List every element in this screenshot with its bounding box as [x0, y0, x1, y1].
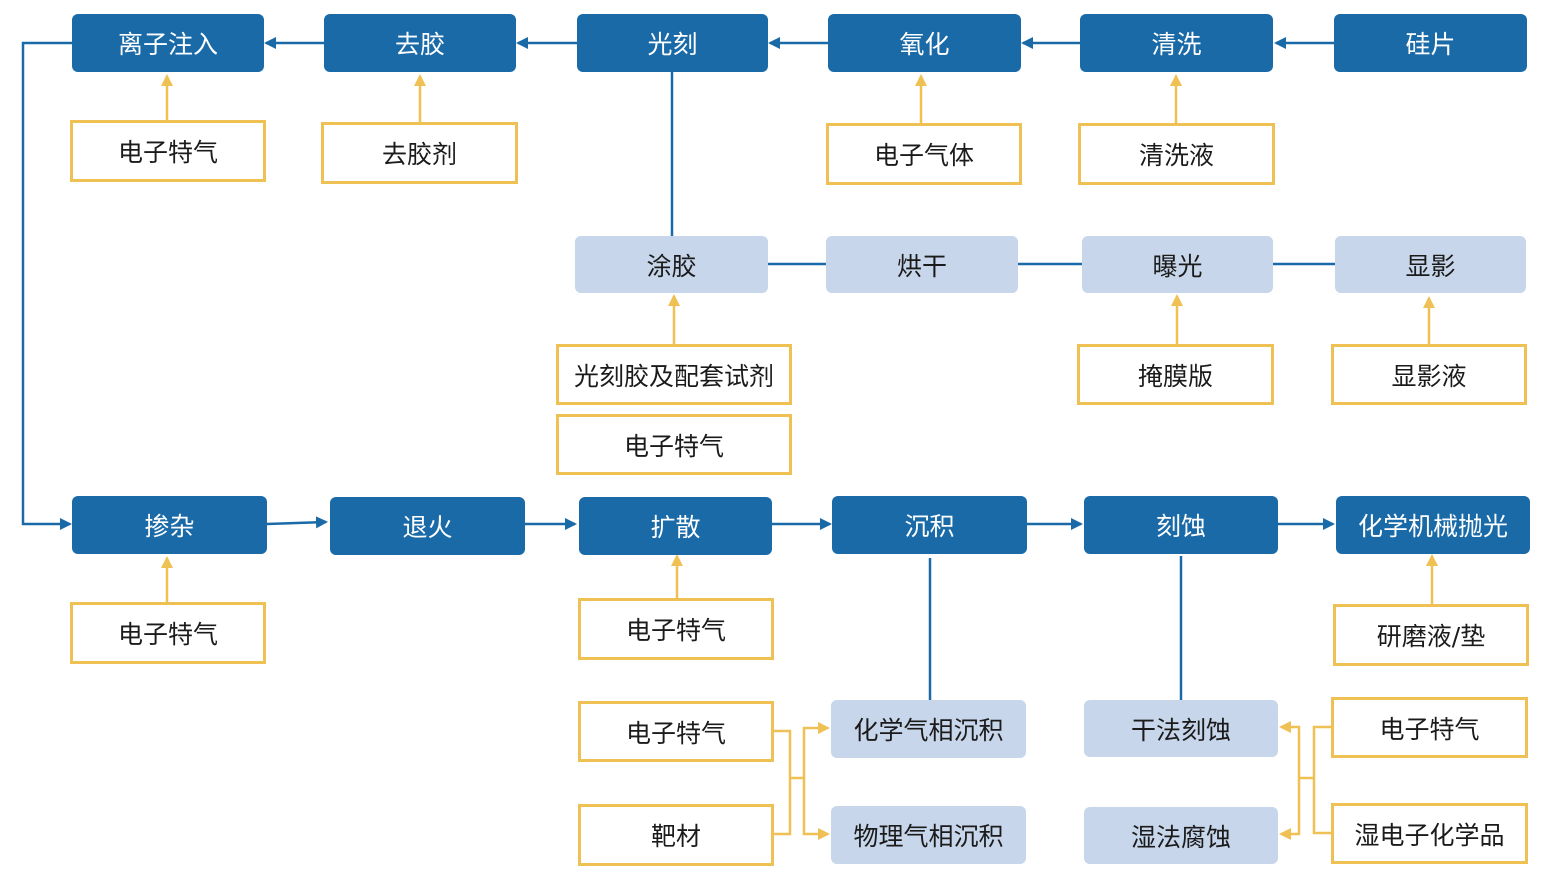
material-gas-deposition: 电子特气 [578, 701, 774, 762]
flow-doping-to-annealing [266, 516, 328, 529]
process-cleaning: 清洗 [1080, 14, 1273, 72]
material-polishing-label: 研磨液/垫 [1376, 622, 1486, 651]
material-gas-ion-implant: 电子特气 [70, 120, 266, 182]
process-lithography-label: 光刻 [647, 30, 698, 59]
subprocess-pvd: 物理气相沉积 [831, 806, 1026, 864]
material-gas-coating: 电子特气 [556, 414, 792, 475]
subprocess-developing-label: 显影 [1405, 251, 1456, 281]
process-deposition-label: 沉积 [904, 512, 955, 541]
material-gas-oxidation-label: 电子气体 [873, 141, 974, 170]
material-developer: 显影液 [1331, 344, 1527, 405]
material-gas-etch: 电子特气 [1331, 697, 1528, 758]
subprocess-baking-label: 烘干 [896, 251, 947, 281]
process-etching-label: 刻蚀 [1155, 512, 1206, 541]
material-gas-deposition-label: 电子特气 [625, 718, 726, 748]
bracket-gas-to-deposition [774, 729, 792, 778]
supply-to-pvd [802, 778, 830, 840]
subprocess-dry-etch-label: 干法刻蚀 [1130, 715, 1231, 745]
material-clean-liquid: 清洗液 [1078, 123, 1275, 185]
subprocess-cvd: 化学气相沉积 [831, 700, 1026, 758]
bracket-gas-to-etching [1312, 725, 1331, 778]
subprocess-baking: 烘干 [826, 236, 1018, 293]
material-gas-ion-implant-label: 电子特气 [117, 138, 218, 167]
process-annealing-label: 退火 [402, 513, 453, 542]
material-gas-oxidation: 电子气体 [826, 123, 1022, 185]
material-clean-liquid-label: 清洗液 [1138, 141, 1214, 170]
subprocess-wet-etch: 湿法腐蚀 [1084, 807, 1278, 864]
process-ion-implant: 离子注入 [72, 14, 264, 72]
subprocess-exposure-label: 曝光 [1152, 251, 1203, 281]
material-gas-coating-label: 电子特气 [623, 431, 724, 461]
process-strip: 去胶 [324, 14, 516, 72]
process-annealing: 退火 [330, 497, 525, 555]
material-gas-diffusion-label: 电子特气 [625, 616, 726, 645]
material-wet-chem: 湿电子化学品 [1331, 803, 1528, 864]
subprocess-dry-etch: 干法刻蚀 [1084, 700, 1278, 757]
process-oxidation-label: 氧化 [899, 30, 950, 59]
process-strip-label: 去胶 [394, 30, 445, 59]
supply-to-wet-etch [1279, 778, 1301, 840]
material-gas-etch-label: 电子特气 [1379, 714, 1480, 744]
material-photoresist: 光刻胶及配套试剂 [556, 344, 792, 405]
material-developer-label: 显影液 [1391, 361, 1467, 391]
subprocess-coating: 涂胶 [575, 236, 768, 293]
process-etching: 刻蚀 [1084, 496, 1278, 554]
subprocess-wet-etch-label: 湿法腐蚀 [1130, 822, 1231, 852]
material-gas-doping-label: 电子特气 [117, 620, 218, 649]
process-lithography: 光刻 [577, 14, 768, 72]
material-photoresist-label: 光刻胶及配套试剂 [573, 361, 774, 391]
bracket-chem-to-etching [1312, 778, 1331, 835]
material-target-label: 靶材 [650, 822, 701, 851]
subprocess-cvd-label: 化学气相沉积 [853, 716, 1004, 745]
process-doping-label: 掺杂 [144, 512, 195, 541]
subprocess-developing: 显影 [1335, 236, 1526, 293]
subprocess-exposure: 曝光 [1082, 236, 1273, 293]
process-ion-implant-label: 离子注入 [117, 30, 218, 59]
subprocess-pvd-label: 物理气相沉积 [853, 822, 1004, 851]
material-stripper-label: 去胶剂 [381, 140, 457, 169]
material-target: 靶材 [578, 804, 774, 866]
material-gas-doping: 电子特气 [70, 602, 266, 664]
material-mask: 掩膜版 [1077, 344, 1274, 405]
material-stripper: 去胶剂 [321, 122, 518, 184]
process-deposition: 沉积 [832, 496, 1027, 554]
process-doping: 掺杂 [72, 496, 267, 554]
process-cleaning-label: 清洗 [1151, 30, 1202, 59]
process-diffusion-label: 扩散 [650, 513, 701, 542]
bracket-target-to-deposition [774, 778, 792, 836]
material-polishing: 研磨液/垫 [1333, 604, 1529, 666]
material-wet-chem-label: 湿电子化学品 [1354, 820, 1505, 850]
subprocess-coating-label: 涂胶 [646, 251, 697, 281]
material-gas-diffusion: 电子特气 [578, 598, 774, 660]
process-cmp: 化学机械抛光 [1336, 496, 1530, 554]
process-wafer-label: 硅片 [1405, 30, 1456, 59]
flow-ion-implant-to-doping [21, 41, 72, 530]
process-wafer: 硅片 [1334, 14, 1527, 72]
material-mask-label: 掩膜版 [1137, 361, 1213, 391]
supply-to-cvd [802, 722, 830, 778]
process-oxidation: 氧化 [828, 14, 1021, 72]
process-diffusion: 扩散 [579, 497, 772, 555]
process-cmp-label: 化学机械抛光 [1357, 512, 1508, 541]
supply-to-dry-etch [1279, 721, 1301, 778]
